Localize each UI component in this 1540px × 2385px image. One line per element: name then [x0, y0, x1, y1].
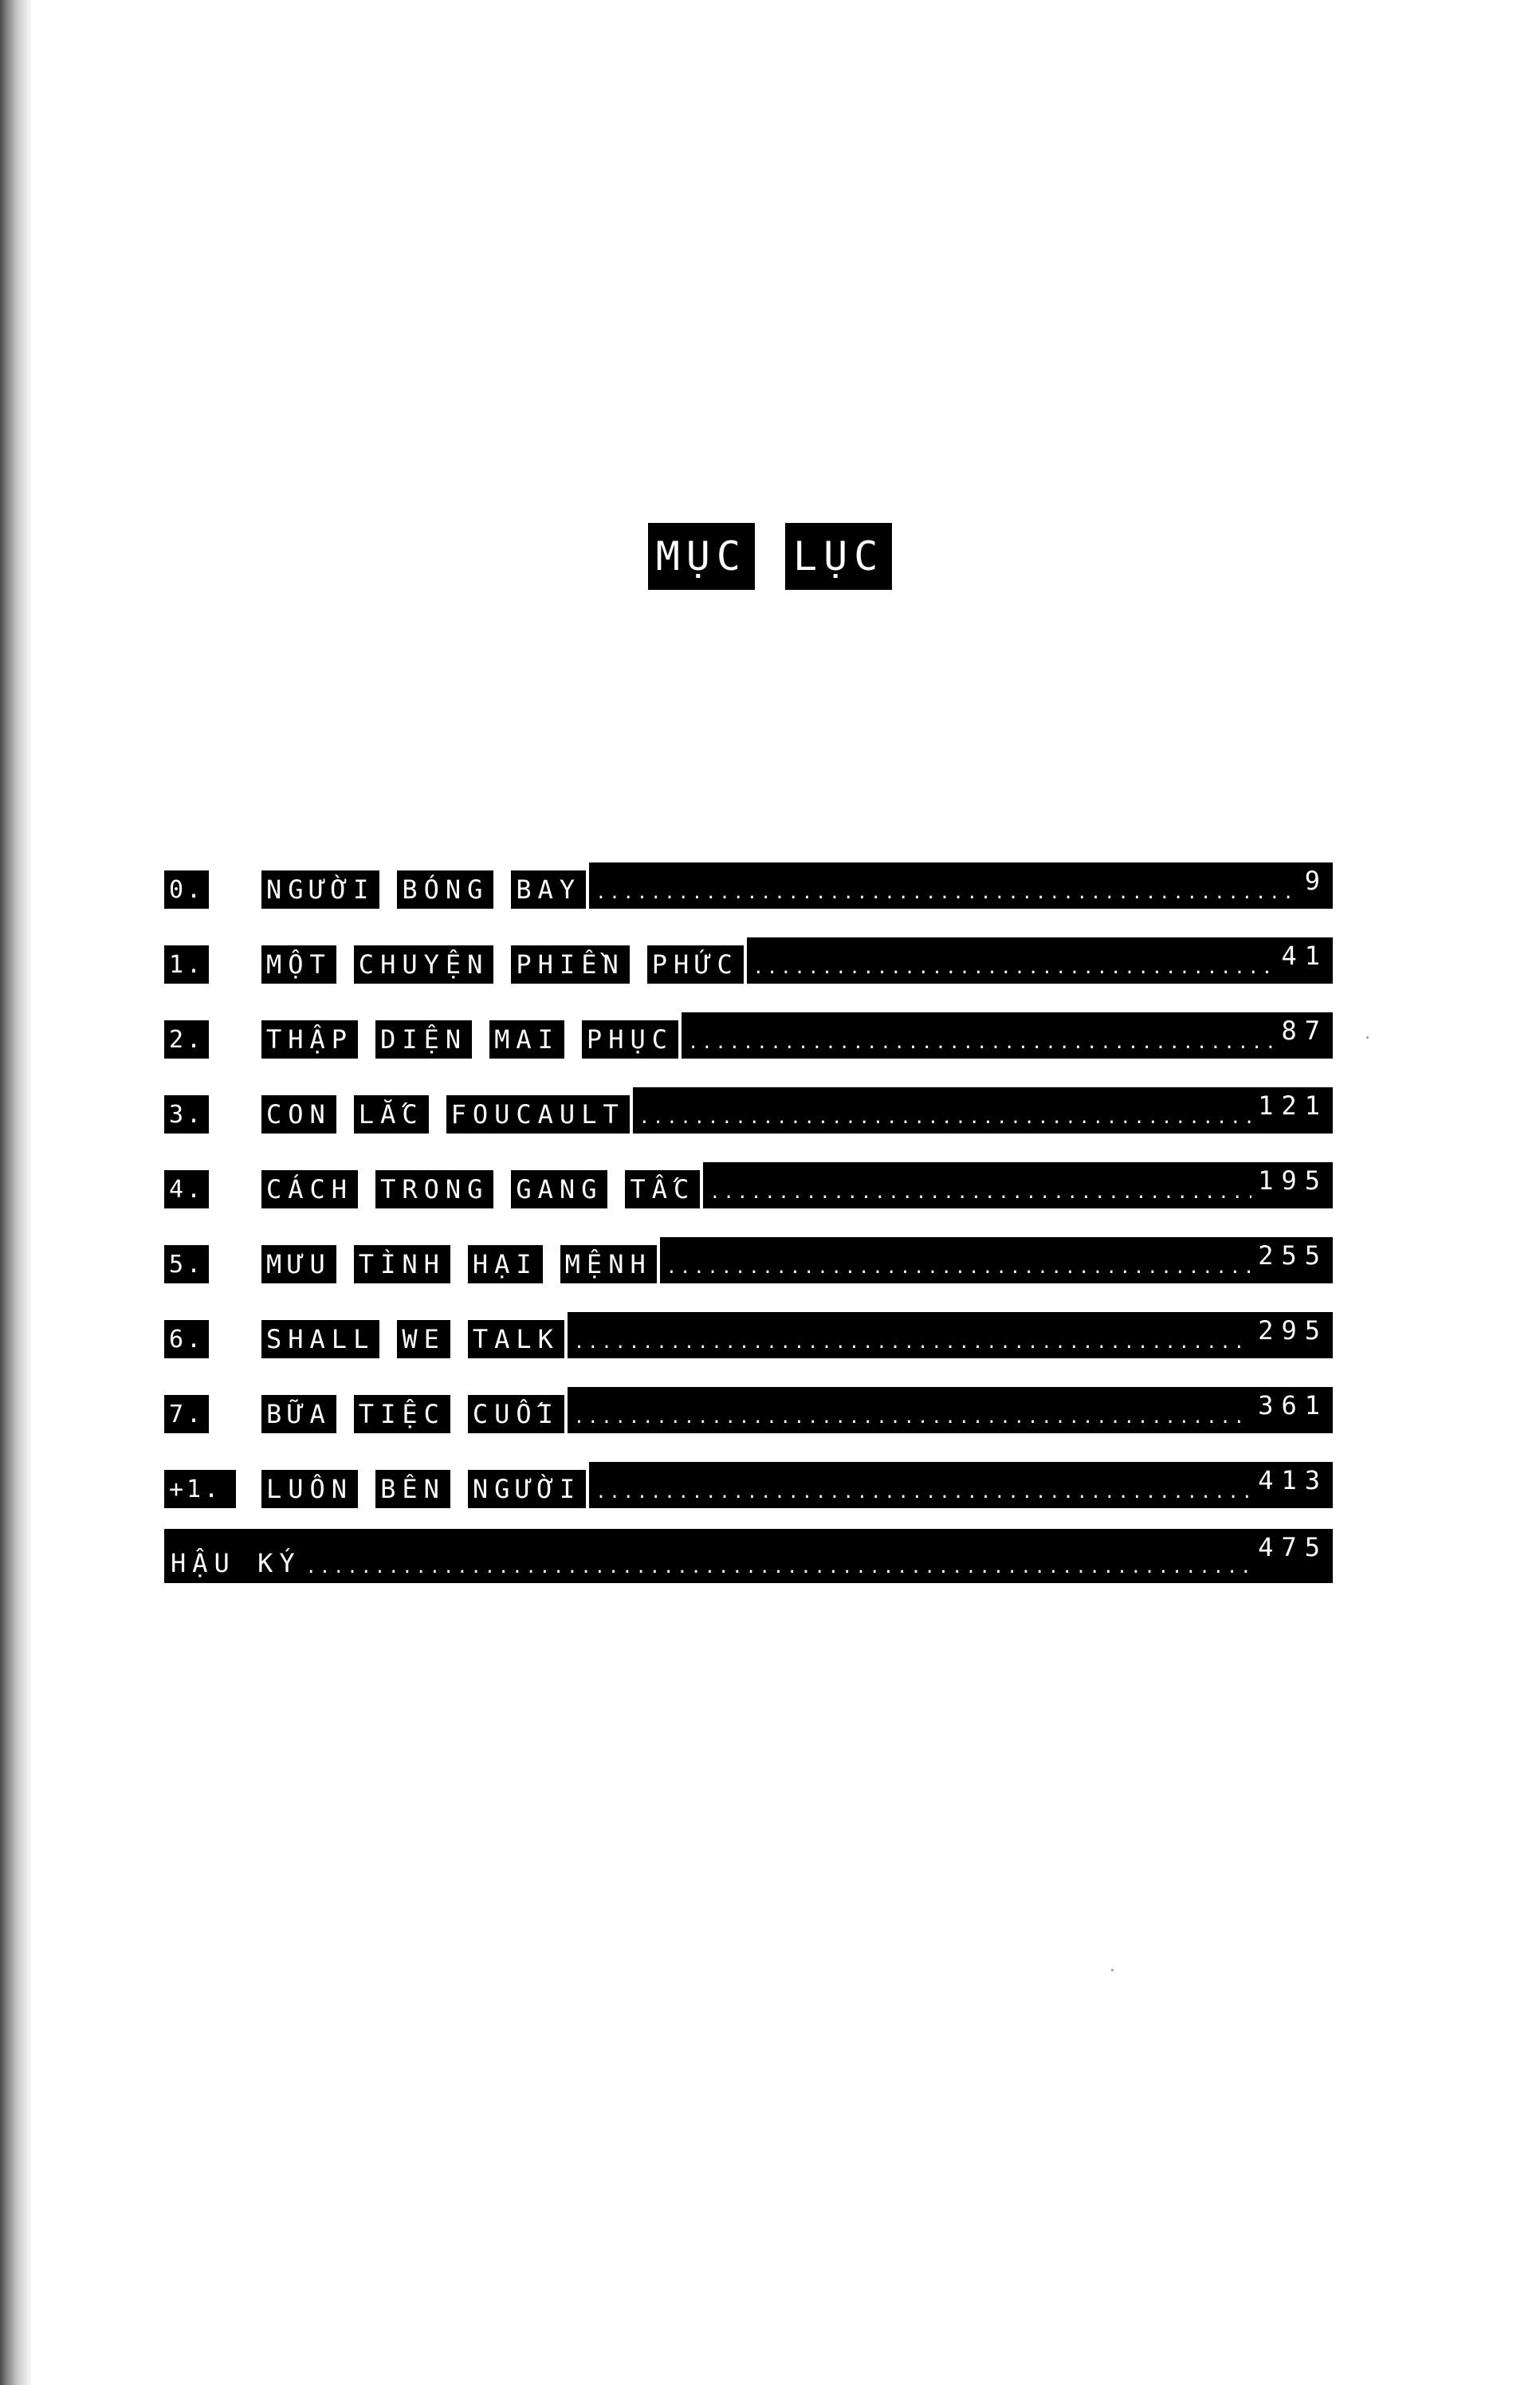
dot-leader-strip: ........................................…	[589, 1462, 1333, 1508]
chapter-title-word: CHUYỆN	[353, 945, 494, 984]
page-number: 87	[1281, 1016, 1328, 1046]
dot-leader-strip: ........................................…	[681, 1012, 1333, 1059]
dot-leader: ........................................…	[709, 1185, 1251, 1202]
chapter-title-word: TÌNH	[353, 1245, 450, 1283]
afterword-label: HẬU KÝ	[171, 1548, 301, 1578]
chapter-title: LUÔN BÊN NGƯỜI	[261, 1470, 587, 1508]
chapter-title-word: PHIỀN	[511, 945, 630, 984]
page-number: 41	[1281, 941, 1328, 971]
dot-leader-strip: ........................................…	[703, 1162, 1333, 1208]
chapter-title-word: THẬP	[261, 1020, 359, 1059]
book-binding-shadow	[0, 0, 33, 2385]
toc-entry: 2. THẬP DIỆN MAI PHỤC.......................…	[164, 1012, 1333, 1059]
chapter-title: CON LẮC FOUCAULT	[261, 1095, 630, 1134]
chapter-title-word: MƯU	[261, 1245, 336, 1283]
dot-leader-strip: ........................................…	[567, 1312, 1333, 1358]
page-number: 195	[1258, 1165, 1328, 1196]
page-number: 255	[1258, 1240, 1328, 1271]
chapter-title: THẬP DIỆN MAI PHỤC	[261, 1020, 678, 1059]
chapter-title-word: NGƯỜI	[261, 870, 380, 909]
page-number: 475	[1258, 1532, 1328, 1562]
chapter-title-word: CÁCH	[261, 1170, 359, 1208]
chapter-number: 6.	[164, 1320, 209, 1358]
toc-entry: 7. BỮA TIỆC CUỐI...........................…	[164, 1387, 1333, 1433]
dot-leader: ........................................…	[305, 1559, 1252, 1577]
chapter-title-word: TẤC	[625, 1170, 701, 1208]
chapter-number: 5.	[164, 1245, 209, 1283]
chapter-title-word: BỮA	[261, 1395, 336, 1433]
chapter-title-word: HẠI	[467, 1245, 543, 1283]
dot-leader: ........................................…	[638, 1110, 1251, 1127]
chapter-title-word: CON	[261, 1095, 336, 1134]
dot-leader: ........................................…	[573, 1409, 1252, 1427]
dot-leader: ........................................…	[595, 885, 1298, 902]
afterword-strip: HẬU KÝ..................................…	[164, 1529, 1333, 1583]
chapter-title-word: FOUCAULT	[446, 1095, 630, 1134]
chapter-title-word: LUÔN	[261, 1470, 359, 1508]
page-number: 121	[1258, 1090, 1328, 1121]
chapter-title-word: MỆNH	[560, 1245, 657, 1283]
chapter-title-word: SHALL	[261, 1320, 380, 1358]
chapter-title-word: CUỐI	[467, 1395, 564, 1433]
toc-entry: 6. SHALL WE TALK...........................…	[164, 1312, 1333, 1358]
toc-entry: +1. LUÔN BÊN NGƯỜI.........................…	[164, 1462, 1333, 1508]
chapter-title-word: MỘT	[261, 945, 336, 984]
chapter-title: NGƯỜI BÓNG BAY	[261, 870, 587, 909]
chapter-title: SHALL WE TALK	[261, 1320, 564, 1358]
page-title: MỤC LỤC	[0, 523, 1540, 590]
toc-entry: 4. CÁCH TRONG GANG TẤC......................…	[164, 1162, 1333, 1208]
chapter-number: +1.	[164, 1470, 236, 1508]
table-of-contents: 0. NGƯỜI BÓNG BAY..........................…	[164, 862, 1333, 1612]
chapter-title-word: TALK	[467, 1320, 564, 1358]
chapter-title-word: BÊN	[375, 1470, 450, 1508]
chapter-title-word: BÓNG	[397, 870, 494, 909]
toc-entry-afterword: HẬU KÝ..................................…	[164, 1529, 1333, 1583]
title-word: MỤC	[647, 523, 755, 590]
dot-leader: ........................................…	[573, 1334, 1252, 1352]
chapter-title-word: TIỆC	[353, 1395, 450, 1433]
dot-leader-strip: ........................................…	[567, 1387, 1333, 1433]
dot-leader-strip: ........................................…	[632, 1087, 1333, 1134]
chapter-title-word: NGƯỜI	[467, 1470, 587, 1508]
chapter-title-word: PHỨC	[646, 945, 744, 984]
dot-leader: ........................................…	[752, 960, 1275, 977]
dot-leader-strip: ........................................…	[746, 937, 1333, 984]
dot-leader-strip: ........................................…	[589, 862, 1333, 909]
chapter-title: MỘT CHUYỆN PHIỀN PHỨC	[261, 945, 744, 984]
toc-entry: 5. MƯU TÌNH HẠI MỆNH........................…	[164, 1237, 1333, 1283]
chapter-number: 7.	[164, 1395, 209, 1433]
page-number: 295	[1258, 1315, 1328, 1346]
chapter-title-word: MAI	[489, 1020, 564, 1059]
scan-speck	[1111, 1969, 1114, 1971]
toc-entry: 0. NGƯỜI BÓNG BAY..........................…	[164, 862, 1333, 909]
chapter-title-word: DIỆN	[375, 1020, 473, 1059]
chapter-number: 3.	[164, 1095, 209, 1134]
chapter-title-word: BAY	[511, 870, 587, 909]
page-number: 9	[1304, 866, 1328, 896]
chapter-title: CÁCH TRONG GANG TẤC	[261, 1170, 701, 1208]
chapter-number: 1.	[164, 945, 209, 984]
page-number: 361	[1258, 1390, 1328, 1420]
chapter-title-word: WE	[397, 1320, 450, 1358]
chapter-title: BỮA TIỆC CUỐI	[261, 1395, 564, 1433]
toc-entry: 3. CON LẮC FOUCAULT........................…	[164, 1087, 1333, 1134]
toc-entry: 1. MỘT CHUYỆN PHIỀN PHỨC....................…	[164, 937, 1333, 984]
chapter-number: 2.	[164, 1020, 209, 1059]
dot-leader: ........................................…	[687, 1035, 1275, 1052]
page-number: 413	[1258, 1465, 1328, 1495]
chapter-number: 0.	[164, 870, 209, 909]
dot-leader: ........................................…	[666, 1259, 1251, 1277]
chapter-number: 4.	[164, 1170, 209, 1208]
chapter-title-word: LẮC	[353, 1095, 429, 1134]
dot-leader: ........................................…	[595, 1484, 1251, 1502]
chapter-title: MƯU TÌNH HẠI MỆNH	[261, 1245, 657, 1283]
chapter-title-word: PHỤC	[581, 1020, 678, 1059]
title-word: LỤC	[785, 523, 893, 590]
chapter-title-word: TRONG	[375, 1170, 494, 1208]
dot-leader-strip: ........................................…	[659, 1237, 1333, 1283]
scan-speck	[1366, 1036, 1369, 1039]
chapter-title-word: GANG	[511, 1170, 608, 1208]
